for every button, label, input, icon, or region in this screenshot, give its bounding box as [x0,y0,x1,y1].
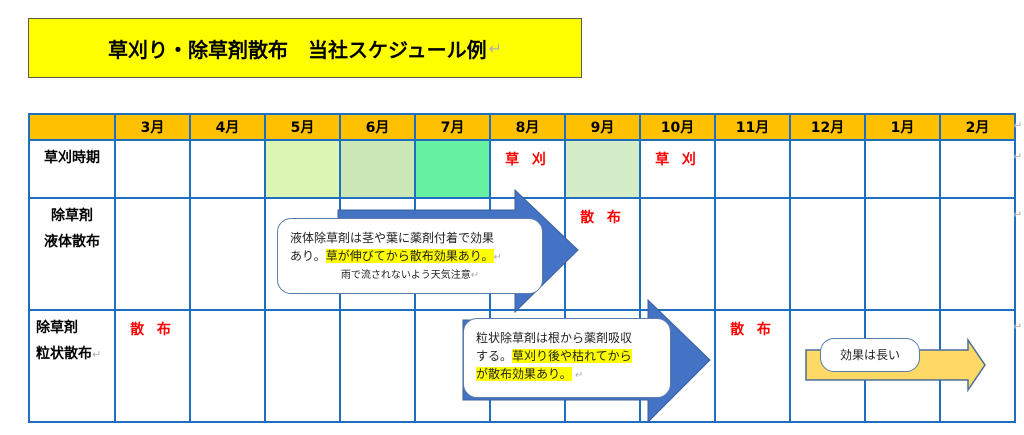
granular-callout: 粒状除草剤は根から薬剤吸収 する。草刈り後や枯れてから が散布効果あり。 ↵ [463,318,671,398]
granular-label: 除草剤 粒状散布↵ [28,309,116,423]
granular-callout-highlight: 草刈り後や枯れてから [512,349,632,363]
return-mark: ↵ [1013,208,1023,221]
granular-callout-line2: する。草刈り後や枯れてから [476,349,632,363]
month-header: 7月 [414,113,491,141]
liquid-label-line1: 除草剤 [51,208,93,224]
month-header: 2月 [939,113,1016,141]
liquid-label: 除草剤 液体散布 [28,197,116,311]
header-corner [28,113,116,141]
granular-mar-text: 散 布 [114,309,191,423]
cell [639,197,716,311]
cell-mowing-sep [564,139,641,199]
cell [939,197,1016,311]
liquid-callout-line1: 液体除草剤は茎や葉に薬剤付着で効果 [290,231,495,245]
cell [189,197,266,311]
mowing-label: 草刈時期 [28,139,116,199]
liquid-callout: 液体除草剤は茎や葉に薬剤付着で効果 あり。草が伸びてから散布効果あり。↵ 雨で流… [277,218,543,294]
title-text: 草刈り・除草剤散布 当社スケジュール例 [107,37,487,62]
month-header: 12月 [789,113,866,141]
month-header: 1月 [864,113,941,141]
return-mark: ↵ [571,370,584,381]
cell [339,309,416,423]
cell-mowing-jun [339,139,416,199]
cell [189,309,266,423]
return-mark: ↵ [470,270,480,281]
granular-callout-line3: が散布効果あり。 ↵ [476,367,584,381]
month-header: 8月 [489,113,566,141]
return-mark: ↵ [92,348,102,361]
cell [189,139,266,199]
cell [114,139,191,199]
granular-callout-line1: 粒状除草剤は根から薬剤吸収 [476,331,633,345]
cell-mowing-may [264,139,341,199]
cell [864,139,941,199]
cell [114,197,191,311]
return-mark: ↵ [488,38,502,58]
liquid-callout-highlight: 草が伸びてから散布効果あり。 [325,249,494,263]
liquid-callout-line2: あり。草が伸びてから散布効果あり。↵ [290,249,502,263]
cell [789,197,866,311]
granular-nov-text: 散 布 [714,309,791,423]
cell [789,139,866,199]
month-header: 10月 [639,113,716,141]
liquid-callout-note: 雨で流されないよう天気注意↵ [340,270,480,281]
month-header: 9月 [564,113,641,141]
cell [939,139,1016,199]
cell-mowing-jul [414,139,491,199]
granular-label-line1: 除草剤 [36,320,78,336]
mowing-oct-text: 草 刈 [639,139,716,199]
cell [714,197,791,311]
long-effect-callout: 効果は長い [820,338,920,372]
mowing-aug-text: 草 刈 [489,139,566,199]
return-mark: ↵ [1013,150,1023,163]
granular-label-line2: 粒状散布↵ [36,346,102,362]
month-header: 3月 [114,113,191,141]
cell [714,139,791,199]
month-header: 6月 [339,113,416,141]
month-header: 11月 [714,113,791,141]
return-mark: ↵ [1013,320,1023,333]
mowing-row: 草刈時期 草 刈 草 刈 [28,139,1016,199]
month-header: 4月 [189,113,266,141]
liquid-label-line2: 液体散布 [44,234,100,250]
return-mark: ↵ [493,252,502,263]
cell [264,309,341,423]
page-title: 草刈り・除草剤散布 当社スケジュール例↵ [28,18,582,78]
header-row: 3月 4月 5月 6月 7月 8月 9月 10月 11月 12月 1月 2月 [28,113,1016,141]
month-header: 5月 [264,113,341,141]
cell [864,197,941,311]
return-mark: ↵ [1013,119,1023,132]
